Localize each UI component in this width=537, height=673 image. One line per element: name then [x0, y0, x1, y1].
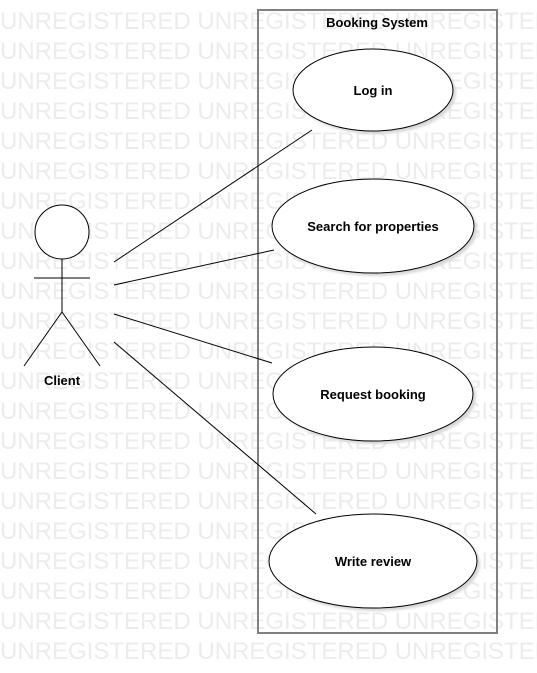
- use-case-label: Log in: [354, 83, 393, 98]
- watermark-line: UNREGISTERED UNREGISTERED UNREGISTERED: [0, 308, 537, 335]
- use-case-request-booking: Request booking: [272, 346, 476, 444]
- watermark-line: UNREGISTERED UNREGISTERED UNREGISTERED: [0, 638, 537, 665]
- actor-client: [23, 204, 101, 367]
- actor-left-leg: [23, 311, 63, 367]
- watermark-line: UNREGISTERED UNREGISTERED UNREGISTERED: [0, 38, 537, 65]
- use-case-label: Write review: [335, 554, 412, 569]
- association-request-booking: [113, 313, 273, 364]
- watermark-line: UNREGISTERED UNREGISTERED UNREGISTERED: [0, 8, 537, 35]
- watermark-line: UNREGISTERED UNREGISTERED UNREGISTERED: [0, 68, 537, 95]
- use-case-label: Request booking: [320, 387, 426, 402]
- use-case-ellipse: [292, 48, 454, 132]
- system-boundary-frame: [257, 9, 498, 634]
- watermark-line: UNREGISTERED UNREGISTERED UNREGISTERED: [0, 278, 537, 305]
- use-case-ellipse: [271, 178, 475, 274]
- use-case-write-review: Write review: [268, 513, 480, 611]
- watermark-line: UNREGISTERED UNREGISTERED UNREGISTERED: [0, 488, 537, 515]
- actor-name: Client: [44, 373, 81, 388]
- use-case-log-in: Log in: [292, 48, 456, 134]
- watermark-line: UNREGISTERED UNREGISTERED UNREGISTERED: [0, 128, 537, 155]
- associations: [113, 129, 317, 515]
- system-boundary-title: Booking System: [326, 15, 428, 30]
- watermark-line: UNREGISTERED UNREGISTERED UNREGISTERED: [0, 428, 537, 455]
- association-write-review: [113, 341, 317, 515]
- watermark-line: UNREGISTERED UNREGISTERED UNREGISTERED: [0, 608, 537, 635]
- use-case-ellipse: [268, 513, 478, 609]
- actor-right-leg: [61, 311, 101, 367]
- watermark-line: UNREGISTERED UNREGISTERED UNREGISTERED: [0, 158, 537, 185]
- use-case-label: Search for properties: [307, 219, 439, 234]
- use-case-search-for-properties: Search for properties: [271, 178, 477, 276]
- association-search-for-properties: [113, 249, 275, 286]
- actor-head: [34, 204, 90, 260]
- association-log-in: [113, 129, 313, 263]
- watermark-line: UNREGISTERED UNREGISTERED UNREGISTERED: [0, 338, 537, 365]
- watermark-line: UNREGISTERED UNREGISTERED UNREGISTERED: [0, 98, 537, 125]
- use-case-ellipse: [272, 346, 474, 442]
- watermark-line: UNREGISTERED UNREGISTERED UNREGISTERED: [0, 458, 537, 485]
- system-boundary: Booking System: [257, 9, 498, 634]
